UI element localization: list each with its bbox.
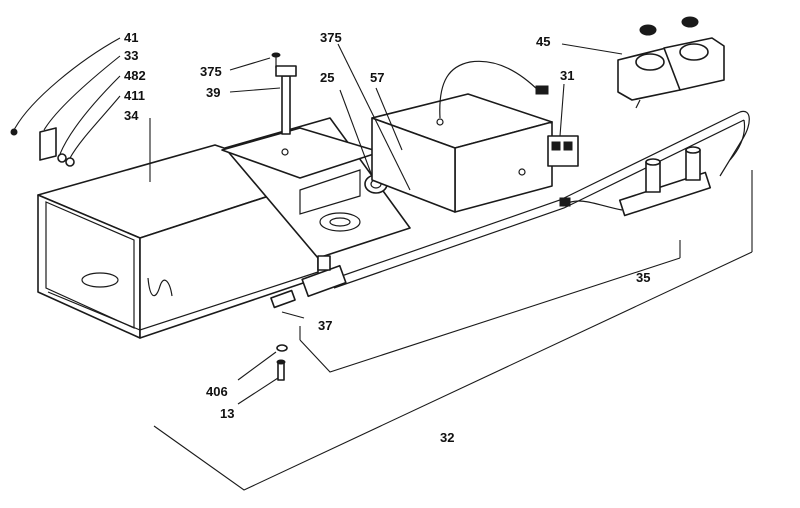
- callout-37: 37: [318, 318, 332, 333]
- pilot-bracket: [221, 52, 381, 179]
- callout-45: 45: [536, 34, 550, 49]
- callout-13: 13: [220, 406, 234, 421]
- callout-375-valve: 375: [320, 30, 342, 45]
- callout-411: 411: [124, 88, 145, 103]
- callout-482: 482: [124, 68, 146, 83]
- callout-41: 41: [124, 30, 138, 45]
- gas-supply-tube: [329, 110, 750, 289]
- callout-39: 39: [206, 85, 220, 100]
- callout-labels: 41 33 482 411 34 375 39 375 25 57 45 31 …: [124, 30, 650, 445]
- switch-component: [547, 135, 579, 167]
- callout-33: 33: [124, 48, 138, 63]
- callout-35: 35: [636, 270, 650, 285]
- solenoid-coils: [617, 16, 725, 109]
- callout-34: 34: [124, 108, 139, 123]
- callout-25: 25: [320, 70, 334, 85]
- leader-lines: [13, 37, 753, 491]
- callout-406: 406: [206, 384, 228, 399]
- control-box: [371, 60, 553, 213]
- callout-375-pilot: 375: [200, 64, 222, 79]
- callout-57: 57: [370, 70, 384, 85]
- bracket-hardware: [10, 127, 75, 167]
- washer-bolt: [276, 344, 288, 381]
- callout-32: 32: [440, 430, 454, 445]
- fitting-37: [270, 255, 347, 309]
- callout-31: 31: [560, 68, 574, 83]
